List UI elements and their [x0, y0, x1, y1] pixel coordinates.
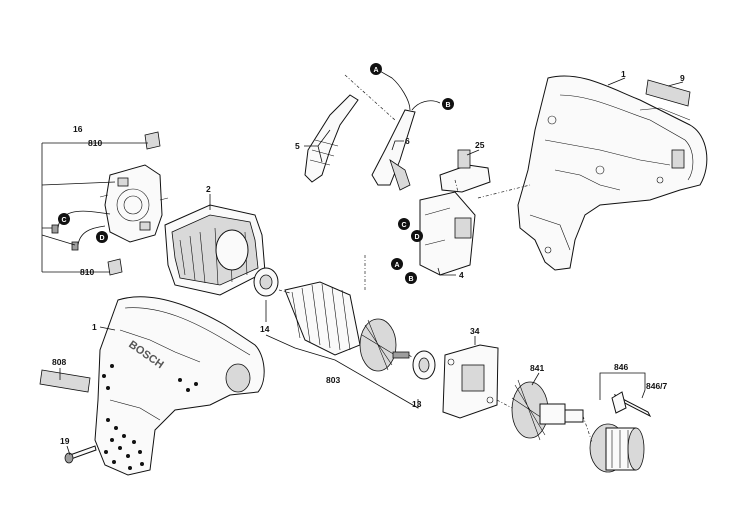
- housing-half-top: [517, 75, 708, 271]
- callout-19: 19: [60, 436, 70, 446]
- housing-half-bottom: BOSCH: [94, 296, 265, 476]
- svg-text:C: C: [61, 217, 66, 224]
- switch-button-25: [439, 149, 491, 193]
- connector-badge-d-right: D: [411, 230, 423, 242]
- callout-13: 13: [412, 399, 422, 409]
- callout-846-7: 846/7: [646, 381, 668, 391]
- gear-spindle-841: [511, 379, 584, 441]
- gear-housing-plate-34: [442, 344, 499, 419]
- connector-badge-b-top: B: [442, 98, 454, 110]
- callout-2: 2: [206, 184, 211, 194]
- callout-841: 841: [530, 363, 544, 373]
- svg-text:A: A: [394, 262, 399, 269]
- callout-810-top: 810: [88, 138, 102, 148]
- screw-19: [64, 445, 97, 464]
- bearing-14: [253, 267, 279, 297]
- brush-wires: [51, 210, 111, 251]
- carbon-brush-bottom: [107, 258, 123, 276]
- switch-4: [419, 191, 476, 276]
- carbon-brush-top: [144, 131, 161, 150]
- callout-1-top: 1: [621, 69, 626, 79]
- callout-1-bottom: 1: [92, 322, 97, 332]
- brush-holder-assembly: [99, 164, 169, 243]
- svg-text:B: B: [445, 102, 450, 109]
- label-plate-9: [645, 79, 691, 107]
- svg-text:C: C: [401, 222, 406, 229]
- callout-6: 6: [405, 136, 410, 146]
- cable-with-connectors-6: [371, 69, 441, 191]
- callout-labels: 1 9 16 810 810 2 5 6 25 4 14 803 13 34 8…: [52, 69, 685, 446]
- svg-text:A: A: [373, 67, 378, 74]
- callout-810-bottom: 810: [80, 267, 94, 277]
- leader-lines: [41, 77, 684, 456]
- callout-5: 5: [295, 141, 300, 151]
- bearing-13: [412, 350, 436, 380]
- callout-846: 846: [614, 362, 628, 372]
- connector-badge-a-right: A: [391, 258, 403, 270]
- assembly-lines: [278, 74, 593, 443]
- callout-4: 4: [459, 270, 464, 280]
- callout-34: 34: [470, 326, 480, 336]
- callout-803: 803: [326, 375, 340, 385]
- drill-chuck-846: [589, 423, 645, 473]
- connector-badge-a-top: A: [370, 63, 382, 75]
- chuck-key-846-7: [611, 391, 652, 418]
- svg-text:D: D: [99, 235, 104, 242]
- callout-9: 9: [680, 73, 685, 83]
- svg-text:D: D: [414, 234, 419, 241]
- field-coil: [164, 204, 266, 296]
- connector-badge-d-left: D: [96, 231, 108, 243]
- callout-25: 25: [475, 140, 485, 150]
- svg-text:B: B: [408, 276, 413, 283]
- power-cord-strain-relief-5: [304, 94, 359, 183]
- connector-badge-c-left: C: [58, 213, 70, 225]
- connector-badge-c-right: C: [398, 218, 410, 230]
- callout-14: 14: [260, 324, 270, 334]
- armature-803: [284, 281, 410, 372]
- label-plate-808: [39, 369, 91, 393]
- connector-badge-b-right: B: [405, 272, 417, 284]
- callout-16: 16: [73, 124, 83, 134]
- callout-808: 808: [52, 357, 66, 367]
